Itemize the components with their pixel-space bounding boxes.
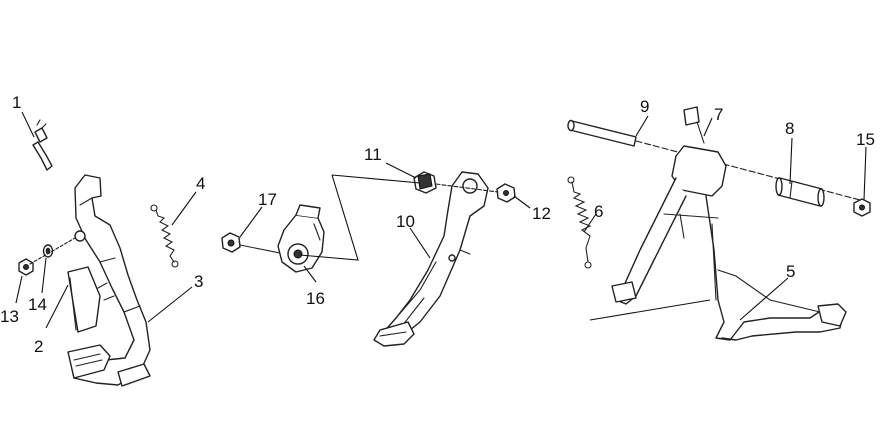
part-16-sidestand-switch (277, 204, 325, 273)
part-8-collar (775, 177, 825, 207)
callout-14: 14 (28, 295, 47, 314)
part-2-bracket (67, 266, 101, 333)
main-stand-assembly (567, 106, 871, 341)
callout-leaders (15, 111, 867, 329)
callout-11: 11 (364, 145, 382, 164)
part-11-pivot-bolt (413, 171, 437, 194)
callout-17: 17 (258, 190, 277, 209)
callout-4: 4 (196, 174, 205, 193)
part-5-main-stand (611, 145, 847, 341)
part-15-nut (853, 198, 871, 217)
part-10-side-stand (373, 171, 489, 347)
callout-6: 6 (594, 202, 603, 221)
part-12-nut (496, 183, 516, 203)
part-6-stand-spring (567, 176, 592, 269)
callout-15: 15 (856, 130, 875, 149)
callout-9: 9 (640, 97, 649, 116)
part-17-bolt (221, 232, 241, 253)
part-1-brake-switch (32, 119, 53, 171)
side-stand-assembly (221, 171, 516, 347)
callout-10: 10 (396, 212, 415, 231)
callout-7: 7 (714, 105, 723, 124)
callout-13: 13 (0, 307, 19, 326)
callout-labels: 1 2 3 4 5 6 7 8 9 10 11 12 13 14 15 16 1… (0, 93, 875, 356)
callout-5: 5 (786, 262, 795, 281)
part-3-brake-pedal (67, 174, 151, 387)
brake-pedal-assembly (18, 119, 179, 387)
part-7-clip (683, 106, 705, 144)
callout-1: 1 (12, 93, 21, 112)
callout-8: 8 (785, 119, 794, 138)
callout-3: 3 (194, 272, 203, 291)
callout-16: 16 (306, 289, 325, 308)
part-4-return-spring (150, 204, 179, 268)
part-13-nut (18, 258, 34, 276)
callout-12: 12 (532, 204, 551, 223)
callout-2: 2 (34, 337, 43, 356)
